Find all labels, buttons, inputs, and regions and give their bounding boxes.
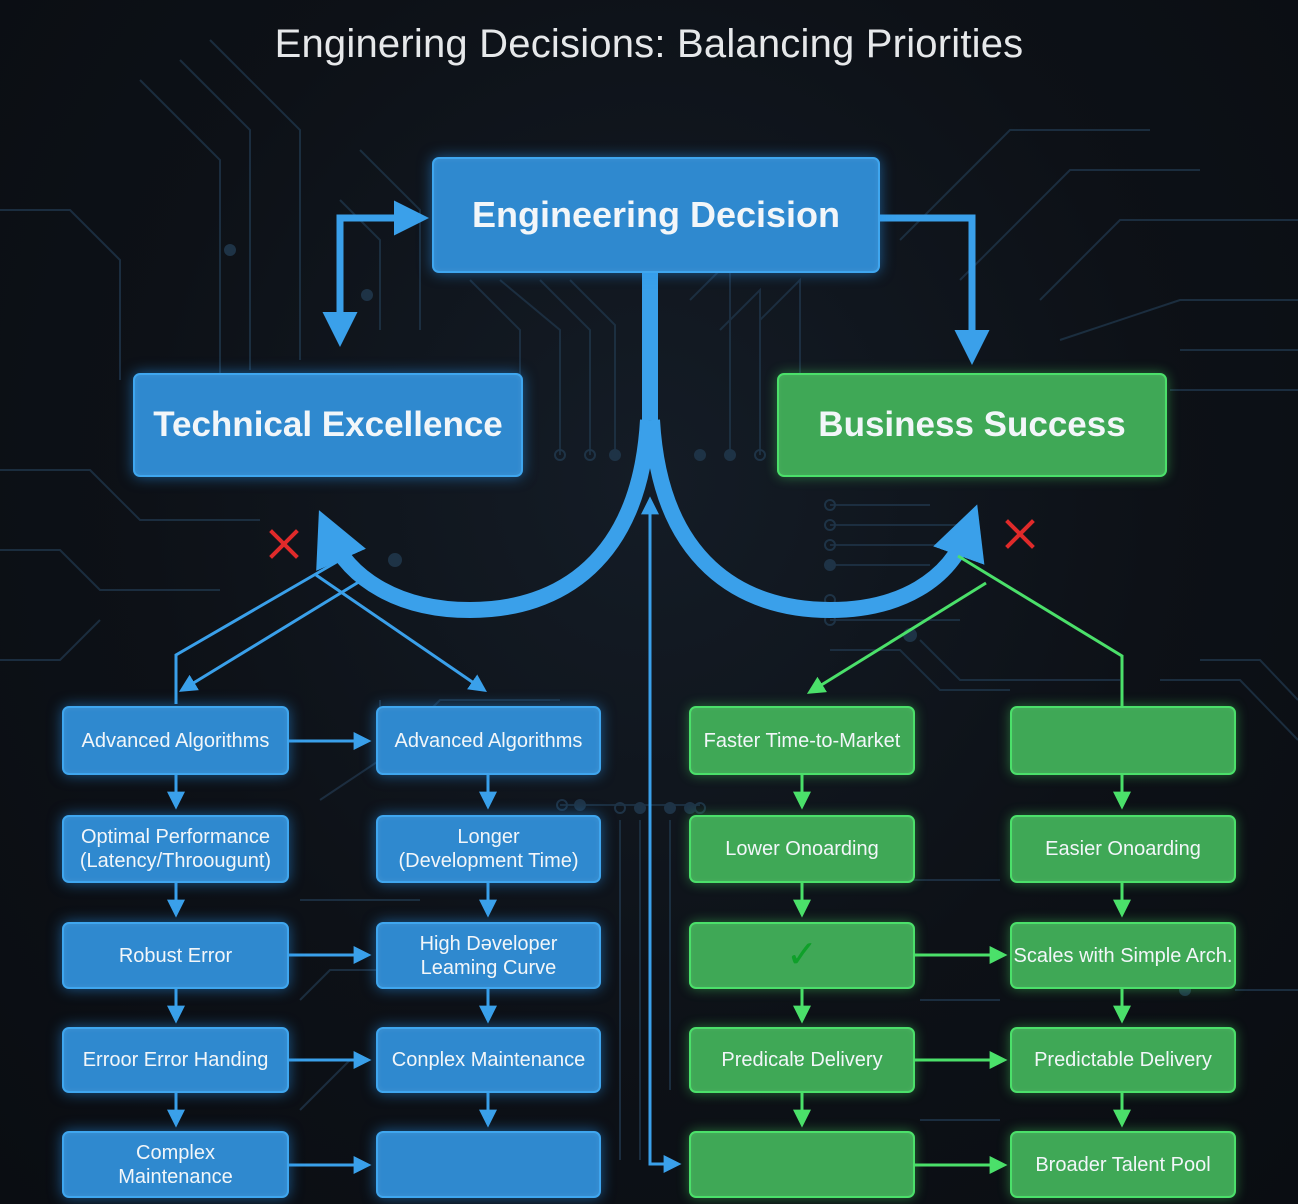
tech-right-item: Longer (Development Time) [376,815,601,883]
tech-left-item: Optimal Performance (Latency/Throougunt) [62,815,289,883]
arrow-tech-to-root [322,200,429,347]
business-right-item: Broader Talent Pool [1010,1131,1236,1198]
tech-right-item-empty [376,1131,601,1198]
business-left-item-approved: ✓ [689,922,915,989]
curve-to-technical [316,419,656,619]
check-icon: ✓ [786,933,818,976]
tech-right-item: Advanced Algorithms [376,706,601,775]
node-business-success: Business Success [777,373,1167,477]
node-label: Business Success [818,405,1126,444]
node-label: Engineering Decision [471,194,841,236]
tech-left-item: Complex Maintenance [62,1131,289,1198]
center-feedback-line [641,496,682,1173]
business-right-item: Predictable Delivery [1010,1027,1236,1093]
business-left-item: Faster Time-to-Market [689,706,915,775]
tech-left-item: Erroor Error Handing [62,1027,289,1093]
business-left-item-empty [689,1131,915,1198]
node-engineering-decision: Engineering Decision [432,157,880,273]
business-right-item: Scales with Simple Arch. [1010,922,1236,989]
tech-right-item: High Dəveloper Leaming Curve [376,922,601,989]
node-label: Technical Excellence [153,405,503,444]
business-right-item: Easier Onoarding [1010,815,1236,883]
tech-right-item: Conplex Maintenance [376,1027,601,1093]
cross-icon-right [1005,519,1035,549]
node-technical-excellence: Technical Excellence [133,373,523,477]
business-right-item-empty [1010,706,1236,775]
tech-left-item: Advanced Algorithms [62,706,289,775]
cross-icon-left [269,529,299,559]
tech-left-item: Robust Error [62,922,289,989]
business-left-item: Predicalɐ Delivery [689,1027,915,1093]
diagram-title: Enginering Decisions: Balancing Prioriti… [274,22,1024,66]
business-left-item: Lower Onoarding [689,815,915,883]
arrow-root-to-business [880,214,990,365]
